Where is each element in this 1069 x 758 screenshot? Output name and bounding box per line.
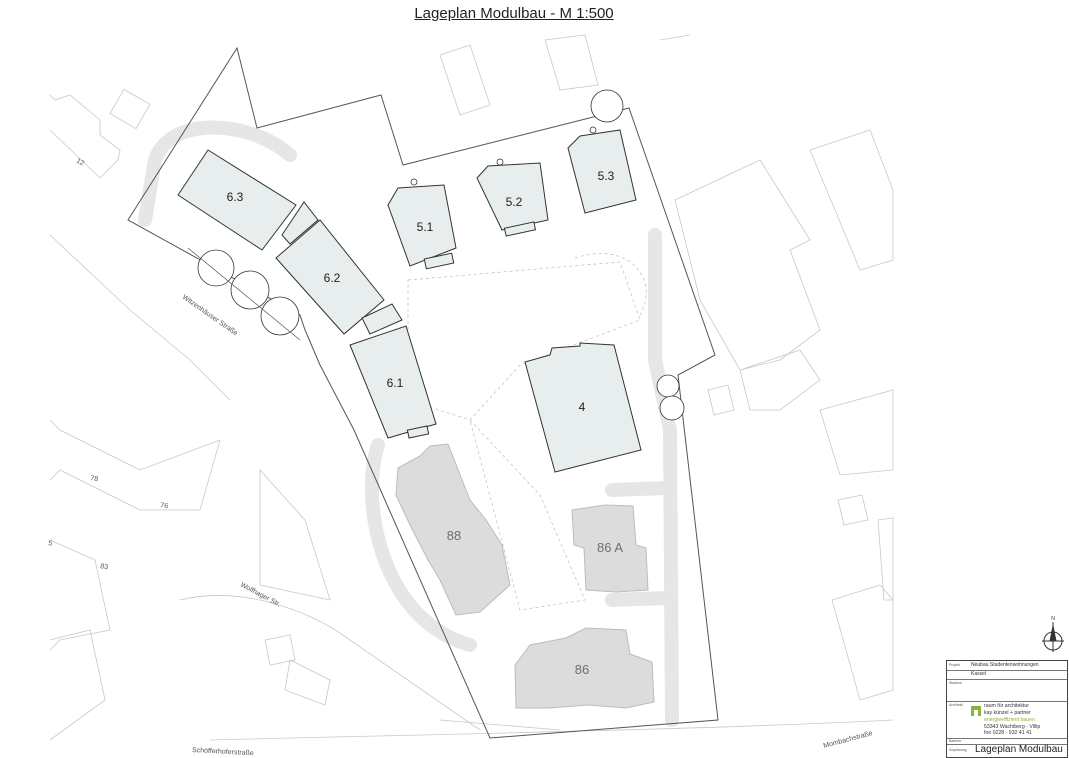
house-numbers: 12 78 76 5 83	[48, 158, 169, 572]
tb-station-key: Stadium	[949, 681, 962, 685]
building-86-shape	[514, 627, 655, 709]
tb-firm-line3: energieeffizient bauen	[984, 717, 1035, 723]
label-6-1: 6.1	[387, 376, 404, 390]
label-5-1: 5.1	[417, 220, 434, 234]
building-5-3-shape	[567, 129, 637, 214]
house-number-5: 5	[48, 540, 53, 548]
new-building-labels: 6.3 6.2 6.1 5.1 5.2 5.3 4	[227, 169, 615, 414]
firm-logo-icon	[971, 706, 981, 716]
house-number-12: 12	[75, 158, 85, 168]
building-86a-shape	[571, 504, 649, 593]
tb-architect-key: Architekt	[949, 703, 963, 707]
building-5-1-shape	[387, 184, 457, 267]
label-88: 88	[447, 528, 461, 543]
tb-project-key: Projekt	[949, 663, 960, 667]
label-6-3: 6.3	[227, 190, 244, 204]
label-5-3: 5.3	[598, 169, 615, 183]
tb-project-value: Neubau Studentenwohnungen	[971, 662, 1039, 668]
building-6-1-shape	[349, 325, 437, 439]
north-arrow-icon: N	[1042, 616, 1064, 652]
site-boundary	[127, 46, 719, 739]
tb-firm-line2: kay künzel + partner	[984, 710, 1031, 716]
street-wolfhager: Wolfhager Str.	[239, 582, 281, 609]
building-4-shape	[524, 342, 642, 473]
trees	[197, 89, 685, 421]
north-label: N	[1051, 616, 1055, 622]
house-number-76: 76	[160, 502, 169, 510]
house-number-78: 78	[90, 475, 99, 483]
building-6-2-shape	[275, 219, 385, 335]
tb-firm-line5: fon 0228 - 932 41 41	[984, 730, 1032, 736]
plan-title: Lageplan Modulbau - M 1:500	[414, 5, 614, 22]
new-buildings	[177, 129, 642, 473]
label-6-2: 6.2	[324, 271, 341, 285]
street-witzenhauser: Witzenhäuser Straße	[181, 294, 239, 338]
tb-firm-line4: 53343 Wachtberg - Villip	[984, 724, 1041, 730]
label-4: 4	[579, 400, 586, 414]
tb-phase-key: Vorplanung	[949, 748, 967, 752]
tb-firm-line1: raum für architektur	[984, 703, 1029, 709]
building-6-3-shape	[177, 149, 297, 251]
street-mombach: Mombachstraße	[823, 730, 874, 750]
title-block: Projekt Neubau Studentenwohnungen Kassel…	[946, 660, 1068, 758]
house-number-83: 83	[100, 563, 109, 571]
context-lines	[49, 34, 894, 741]
label-86a: 86 A	[597, 540, 623, 555]
building-5-2-shape	[476, 162, 549, 231]
tb-plan-title: Lageplan Modulbau	[975, 744, 1063, 755]
tb-city: Kassel	[971, 671, 987, 677]
street-schoefferhofer: Schöfferhoferstraße	[192, 747, 254, 757]
building-88-shape	[395, 443, 511, 616]
label-5-2: 5.2	[506, 195, 523, 209]
label-86: 86	[575, 662, 589, 677]
existing-building-labels: 88 86 A 86	[447, 528, 624, 677]
existing-buildings	[395, 443, 655, 709]
tb-client-key: Bauherr	[949, 739, 962, 743]
street-centerline	[187, 247, 301, 341]
